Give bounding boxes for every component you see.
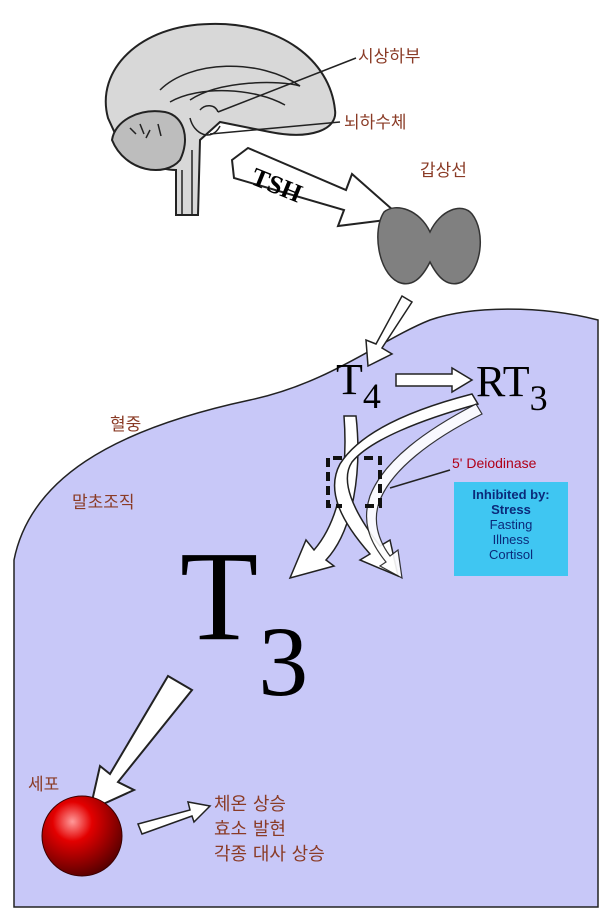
cell-sphere-icon: [41, 795, 123, 877]
inhibitor-item: Stress: [491, 502, 531, 517]
t4-subscript: 4: [362, 376, 381, 416]
hypothalamus-pointer: [217, 57, 357, 113]
cell-to-effects-arrow: [136, 801, 212, 835]
inhibitor-box: Inhibited by: Stress Fasting Illness Cor…: [454, 482, 568, 576]
effect-item: 각종 대사 상승: [214, 844, 325, 865]
rt3-subscript: 3: [529, 378, 548, 418]
inhibitor-item: Fasting: [489, 517, 533, 532]
t4-letter: T: [336, 355, 363, 404]
t3-to-cell-arrow: [88, 674, 194, 812]
tissue-region: [13, 308, 599, 908]
t3-hormone: T3: [180, 532, 308, 717]
t4-to-rt3-arrow: [395, 366, 474, 394]
pituitary-pointer: [209, 121, 341, 135]
thyroid-gland-icon: [377, 207, 482, 285]
effect-item: 체온 상승: [214, 794, 286, 815]
inhibitor-item: Cortisol: [488, 547, 534, 562]
pituitary-label: 뇌하수체: [344, 113, 407, 133]
rt3-second-arrow: [365, 403, 483, 580]
enzyme-pointer: [389, 469, 451, 489]
cell-label: 세포: [28, 775, 60, 795]
inhibitor-item: Illness: [492, 532, 530, 547]
rt3-letters: RT: [476, 357, 530, 406]
rt3-curved-arrow: [333, 393, 480, 578]
deiodinase-label: 5' Deiodinase: [452, 455, 537, 471]
t3-letter: T: [180, 525, 259, 667]
inhibited-title: Inhibited by:: [472, 487, 550, 502]
rt3-hormone: RT3: [476, 357, 548, 419]
t4-hormone: T4: [336, 355, 381, 417]
thyroid-to-t4-arrow: [365, 294, 414, 368]
t3-subscript: 3: [258, 606, 309, 717]
peripheral-tissue-label: 말초조직: [72, 493, 135, 513]
effect-item: 효소 발현: [214, 819, 286, 840]
brain-icon: [104, 22, 337, 216]
blood-label: 혈중: [110, 415, 142, 435]
bracket-icon: [326, 456, 382, 508]
hypothalamus-label: 시상하부: [358, 47, 421, 67]
thyroid-label: 갑상선: [420, 161, 467, 181]
